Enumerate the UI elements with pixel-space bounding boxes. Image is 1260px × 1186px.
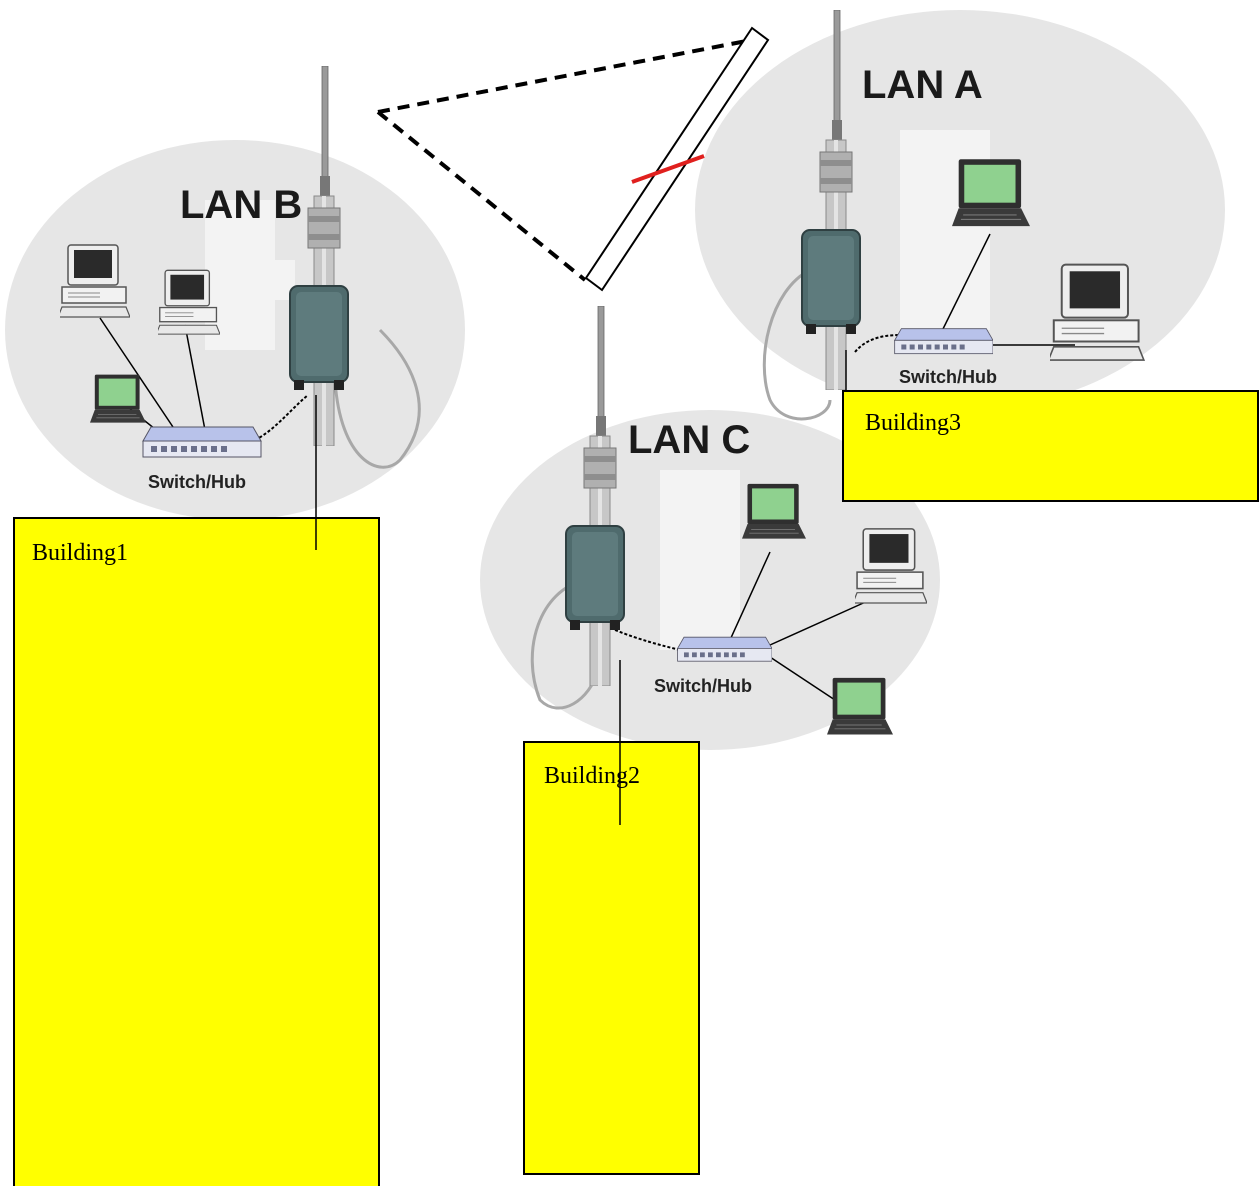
lan-a-switch-label: Switch/Hub [899, 367, 997, 387]
lan-c-label: LAN C [628, 418, 750, 462]
lan-c: LAN C Switch/Hub [530, 306, 927, 735]
laptop-icon [951, 158, 1031, 227]
switch-hub-icon [142, 426, 262, 458]
building3-label: Building3 [865, 410, 961, 436]
laptop-icon [741, 483, 807, 540]
laptop-icon [89, 374, 147, 424]
wireless-link [376, 36, 763, 282]
lan-b-switch-label: Switch/Hub [148, 472, 246, 492]
lan-b: LAN B Switch/Hub [60, 66, 421, 492]
building1: Building1 [13, 395, 380, 1186]
building2: Building2 [523, 660, 700, 1175]
lan-b-label: LAN B [180, 183, 302, 227]
obstacle-mark [631, 154, 705, 184]
building1-label: Building1 [32, 540, 128, 566]
building3: Building3 [842, 350, 1259, 502]
lan-b-background [5, 140, 465, 520]
switch-hub-icon [677, 636, 772, 662]
obstacle-bar [584, 26, 770, 292]
switch-hub-icon [894, 328, 993, 355]
lan-c-switch-label: Switch/Hub [654, 676, 752, 696]
building2-label: Building2 [544, 763, 640, 789]
laptop-icon [826, 677, 894, 735]
lan-a: LAN A Switch/Hub [762, 10, 1145, 421]
lan-a-label: LAN A [862, 63, 983, 107]
